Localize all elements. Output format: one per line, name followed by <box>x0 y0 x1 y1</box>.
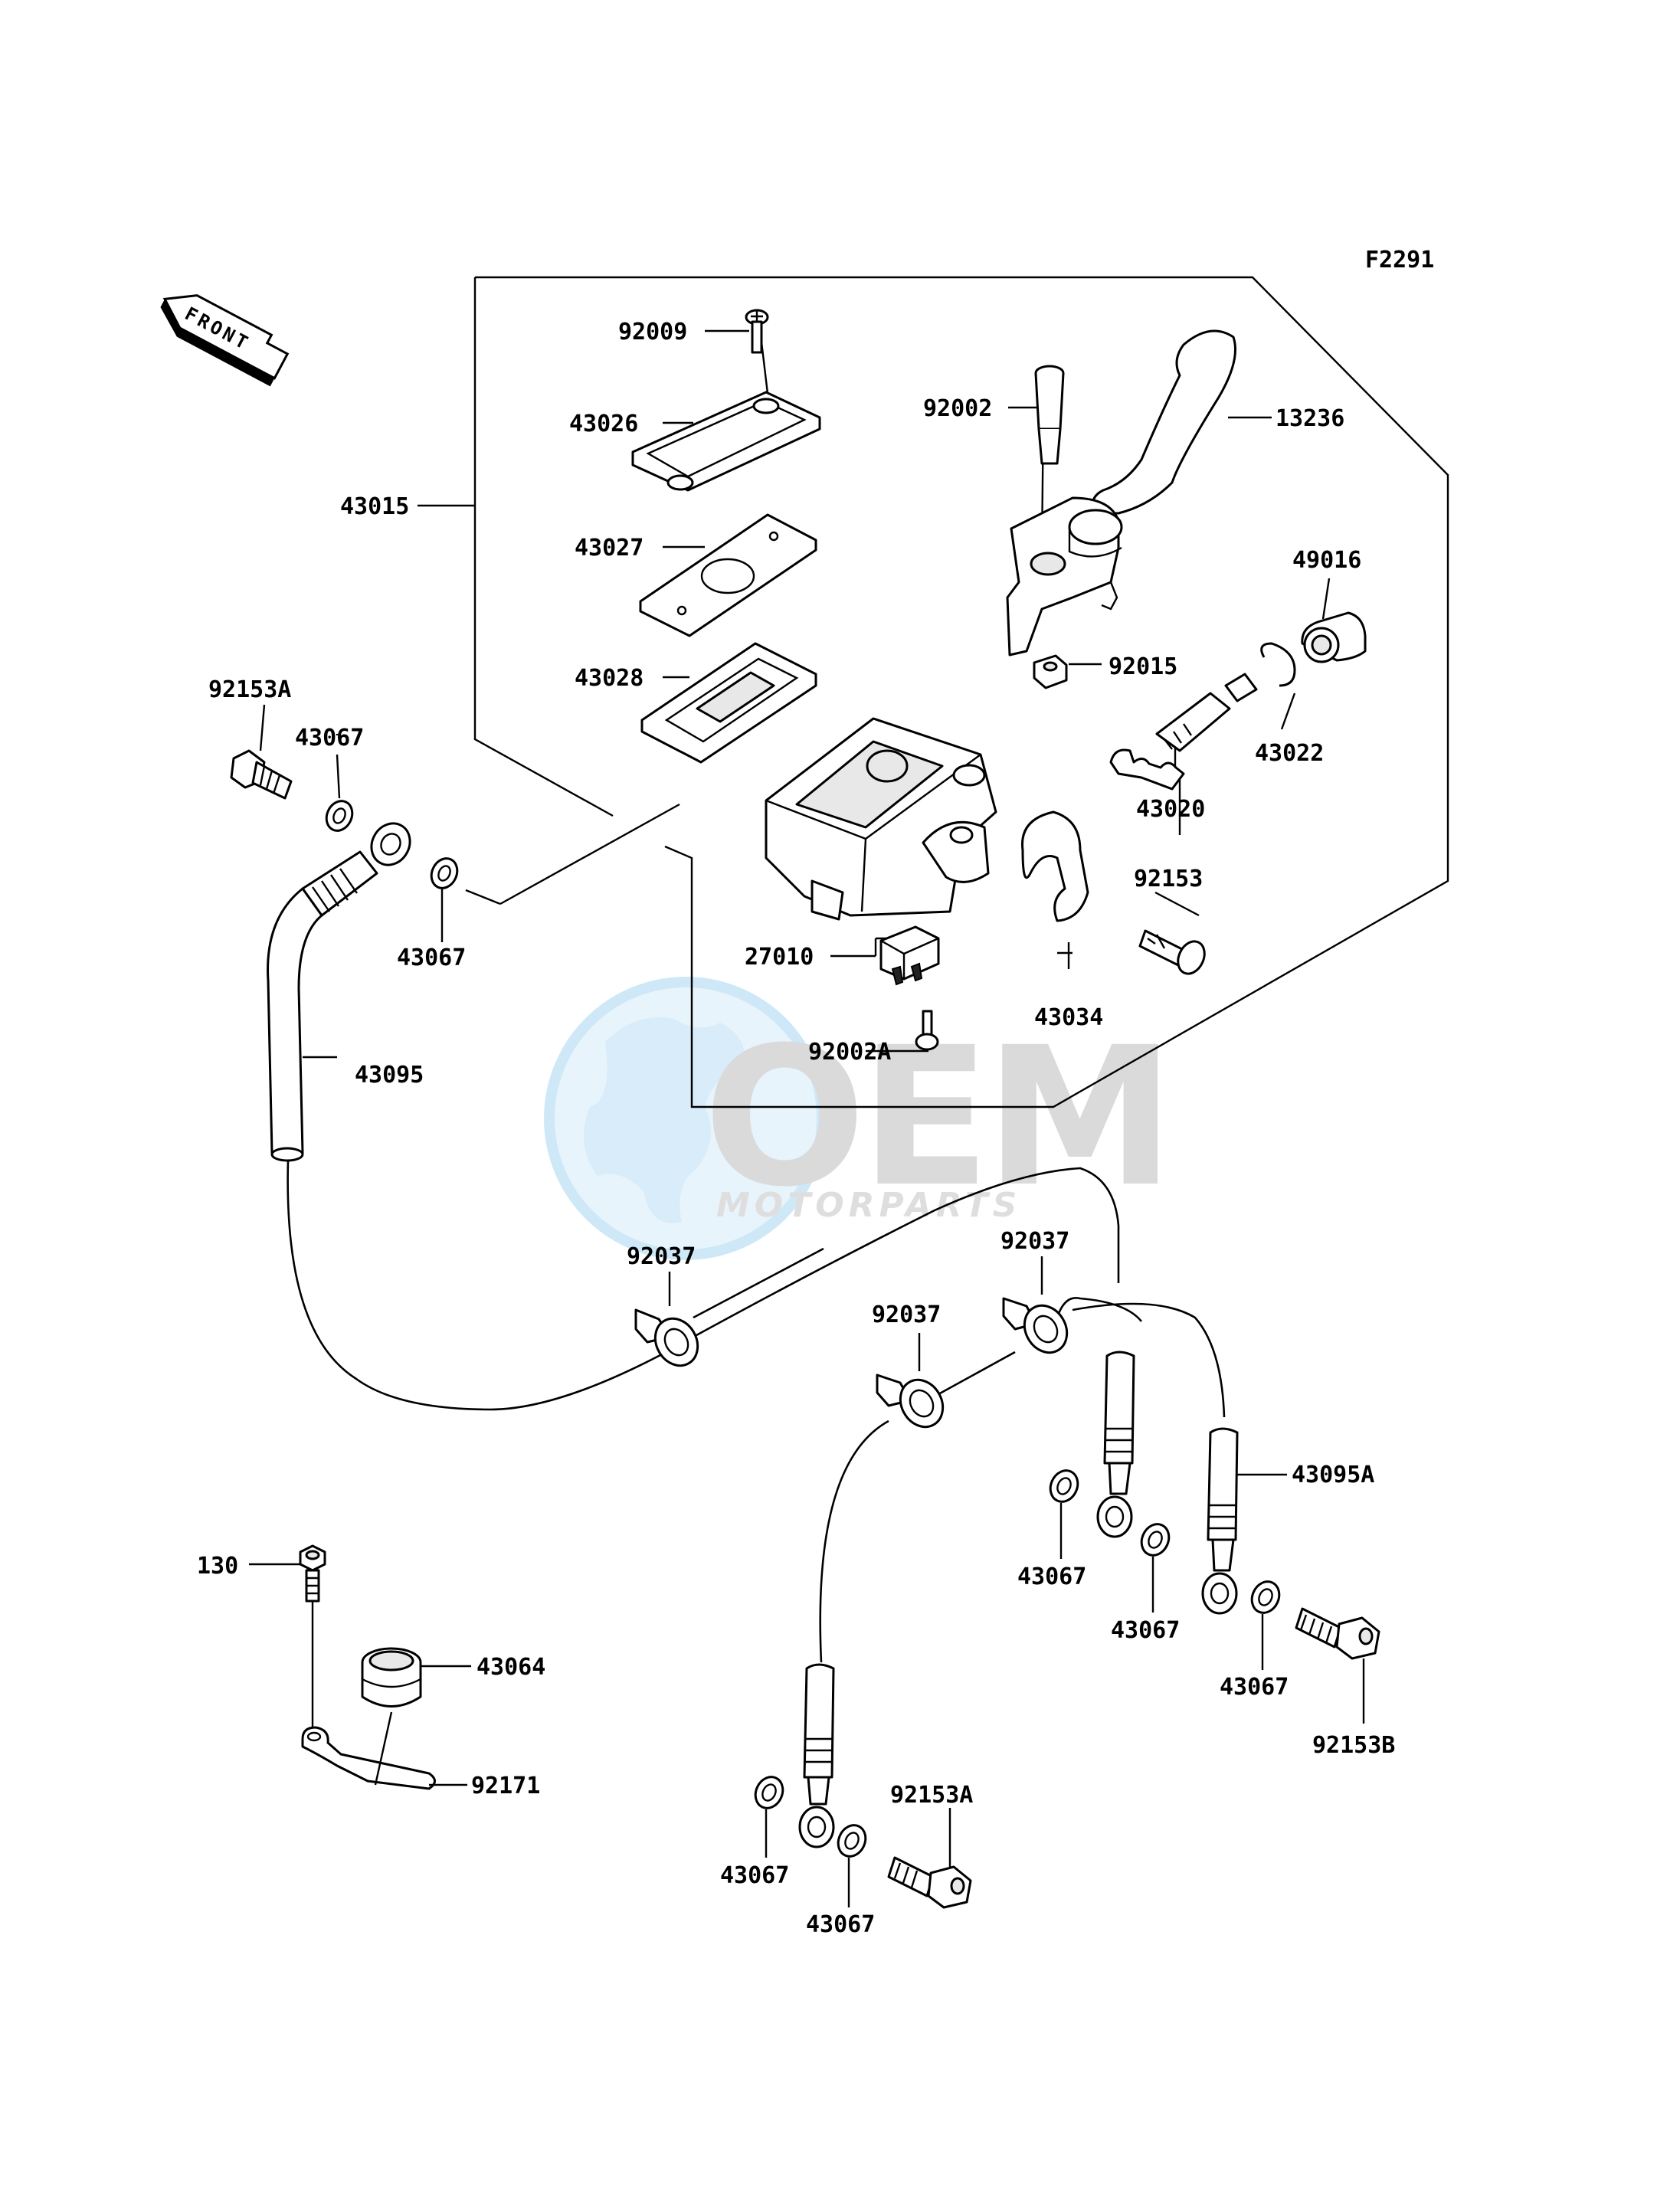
part-plate-43027 <box>639 513 817 637</box>
part-screw-92009 <box>745 309 769 354</box>
label-43015: 43015 <box>340 493 409 520</box>
part-boot-49016 <box>1301 611 1367 663</box>
part-piston-43020 <box>1109 673 1258 791</box>
watermark-continents <box>584 1017 745 1223</box>
label-92037-a: 92037 <box>627 1243 696 1270</box>
part-clamp-43034 <box>1021 810 1089 922</box>
brake-line-branch-3 <box>1072 1302 1226 1418</box>
label-43067-c: 43067 <box>1017 1563 1086 1590</box>
part-banjo-bolt-92153B <box>1295 1607 1380 1660</box>
leader-lines-lower <box>259 704 1365 1907</box>
label-13236: 13236 <box>1276 405 1344 432</box>
label-43067-e: 43067 <box>1220 1674 1289 1701</box>
label-130: 130 <box>197 1553 238 1580</box>
part-grommet-92037-c <box>876 1374 945 1429</box>
part-washer-43067-g <box>837 1824 867 1858</box>
part-hose-43095 <box>267 822 411 1162</box>
watermark: OEM MOTORPARTS <box>544 977 1175 1260</box>
label-49016: 49016 <box>1292 547 1361 574</box>
part-grommet-43064 <box>361 1647 422 1708</box>
label-92153A-bottom: 92153A <box>890 1782 973 1809</box>
part-banjo-bolt-92153A-bottom <box>887 1856 972 1909</box>
brake-line-link-2 <box>693 1247 824 1319</box>
front-arrow-icon: FRONT <box>160 294 290 387</box>
part-switch-27010 <box>879 925 940 986</box>
part-diaphragm-43028 <box>640 642 817 764</box>
part-washer-43067-b <box>430 857 459 889</box>
label-92002: 92002 <box>923 395 992 422</box>
label-43067-f: 43067 <box>720 1862 789 1889</box>
brake-line-branch <box>819 1419 889 1663</box>
brake-line-link <box>938 1351 1016 1396</box>
label-92037-b: 92037 <box>1000 1228 1069 1255</box>
label-43067-a: 43067 <box>295 725 364 751</box>
label-43067-g: 43067 <box>806 1911 875 1938</box>
label-92153A-top: 92153A <box>208 676 291 703</box>
assembly-outline <box>473 276 1449 1108</box>
label-43020: 43020 <box>1136 796 1205 823</box>
label-43028: 43028 <box>575 665 644 692</box>
brake-line-main <box>287 1160 1120 1411</box>
label-43026: 43026 <box>569 411 638 437</box>
label-92015: 92015 <box>1109 653 1177 680</box>
label-43067-b: 43067 <box>397 945 466 971</box>
watermark-brand: OEM <box>703 1006 1169 1229</box>
part-screw-92002A <box>915 1010 939 1051</box>
part-hose-43095A-c <box>798 1663 835 1848</box>
brake-line-branch-2 <box>1056 1297 1143 1322</box>
part-grommet-92037-b <box>1002 1297 1069 1354</box>
part-master-cylinder <box>765 717 997 921</box>
label-92153B: 92153B <box>1312 1732 1395 1759</box>
part-circlip-43022 <box>1260 642 1296 687</box>
label-43064: 43064 <box>476 1654 545 1681</box>
label-43095A: 43095A <box>1292 1462 1374 1488</box>
label-43095: 43095 <box>355 1062 424 1089</box>
part-banjo-bolt-92153A-top <box>230 749 293 800</box>
label-92002A: 92002A <box>808 1039 891 1066</box>
figure-code: F2291 <box>1365 247 1434 273</box>
watermark-sub: MOTORPARTS <box>716 1186 1021 1225</box>
part-labels: 92009 43026 43015 43027 43028 92002 1323… <box>197 319 1395 1938</box>
part-washer-43067-d <box>1140 1523 1171 1557</box>
label-43027: 43027 <box>575 535 644 562</box>
part-washer-43067-f <box>754 1776 784 1809</box>
part-cap-43026 <box>631 391 821 492</box>
part-lever-13236 <box>1006 329 1236 656</box>
label-43067-d: 43067 <box>1111 1617 1180 1644</box>
label-92037-c: 92037 <box>872 1302 941 1328</box>
part-clamp-92171 <box>301 1726 436 1790</box>
label-92153: 92153 <box>1134 866 1203 892</box>
label-92171: 92171 <box>471 1773 540 1799</box>
part-hose-43095A-b <box>1201 1427 1239 1615</box>
part-bolt-92153 <box>1138 929 1206 975</box>
lower-left-lines <box>249 1563 471 1786</box>
label-27010: 27010 <box>745 944 814 971</box>
label-43022: 43022 <box>1255 740 1324 767</box>
part-bolt-130 <box>299 1544 326 1603</box>
part-washer-43067-c <box>1049 1469 1079 1503</box>
part-hose-43095A-a <box>1096 1351 1135 1538</box>
part-nut-92015 <box>1033 654 1068 689</box>
part-grommet-92037-a <box>634 1308 699 1367</box>
part-washer-43067-a <box>325 800 354 832</box>
label-43034: 43034 <box>1034 1004 1103 1031</box>
part-pivot-bolt-92002 <box>1034 365 1065 465</box>
part-washer-43067-e <box>1250 1580 1281 1614</box>
label-92009: 92009 <box>618 319 687 345</box>
